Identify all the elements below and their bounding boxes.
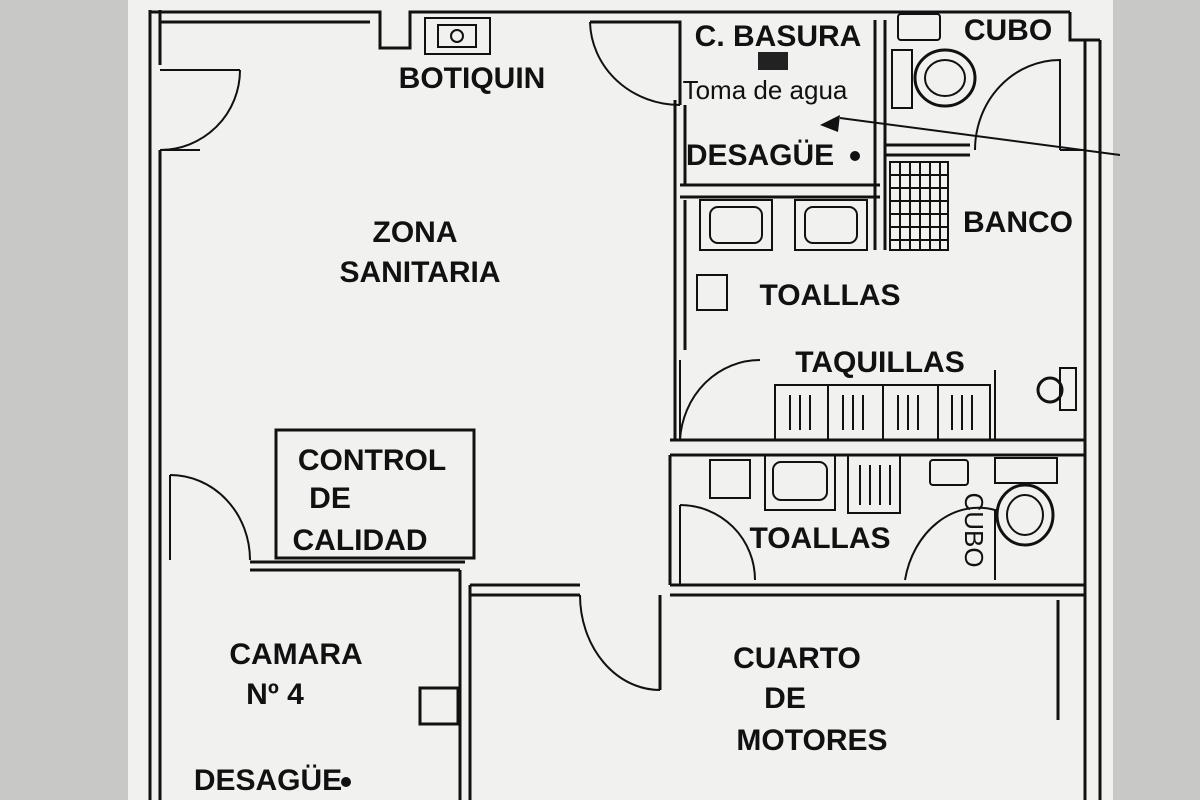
botiquin-cabinet-icon (424, 17, 491, 55)
control-calidad-box (274, 428, 476, 560)
door-arc-left (159, 69, 241, 151)
towel-dispenser-icon (696, 274, 728, 311)
bucket-icon (897, 13, 941, 41)
motores-label-2: DE (764, 682, 806, 715)
botiquin-label: BOTIQUIN (399, 62, 546, 95)
toallas-bottom-label: TOALLAS (749, 522, 890, 555)
toallas-top-label: TOALLAS (759, 279, 900, 312)
control-label-2: DE (309, 482, 351, 515)
outer-walls (148, 10, 1102, 800)
motores-label-1: CUARTO (733, 642, 861, 675)
control-label-3: CALIDAD (293, 524, 428, 557)
drain-icon-bottom (341, 777, 351, 787)
camara-label-1: CAMARA (229, 638, 362, 671)
zona-label-2: SANITARIA (339, 256, 500, 289)
banco-label: BANCO (963, 206, 1073, 239)
control-label-1: CONTROL (298, 444, 446, 477)
toma-agua-label: Toma de agua (683, 75, 848, 105)
motores-label-3: MOTORES (736, 724, 887, 757)
cubo-top-label: CUBO (964, 14, 1052, 47)
inner-walls (169, 20, 1121, 800)
evaporator-icon (418, 686, 460, 726)
desague-bottom-label: DESAGÜE (194, 764, 342, 797)
desague-top-label: DESAGÜE (686, 139, 834, 172)
drain-grate-icon (758, 52, 788, 70)
soap-dispenser-icon (1036, 367, 1077, 411)
bench-icon (889, 161, 949, 251)
drain-icon (850, 151, 860, 161)
lockers-icon (774, 370, 996, 441)
basura-label: C. BASURA (695, 20, 862, 53)
lower-fixtures (709, 454, 1058, 547)
camara-label-2: Nº 4 (246, 678, 304, 711)
arrow-icon (820, 115, 840, 132)
zona-label-1: ZONA (373, 216, 458, 249)
cubo-bottom-label: CUBO (959, 492, 989, 567)
taquillas-label: TAQUILLAS (795, 346, 964, 379)
toilet-icon (891, 48, 977, 109)
sink-icon (699, 199, 868, 251)
